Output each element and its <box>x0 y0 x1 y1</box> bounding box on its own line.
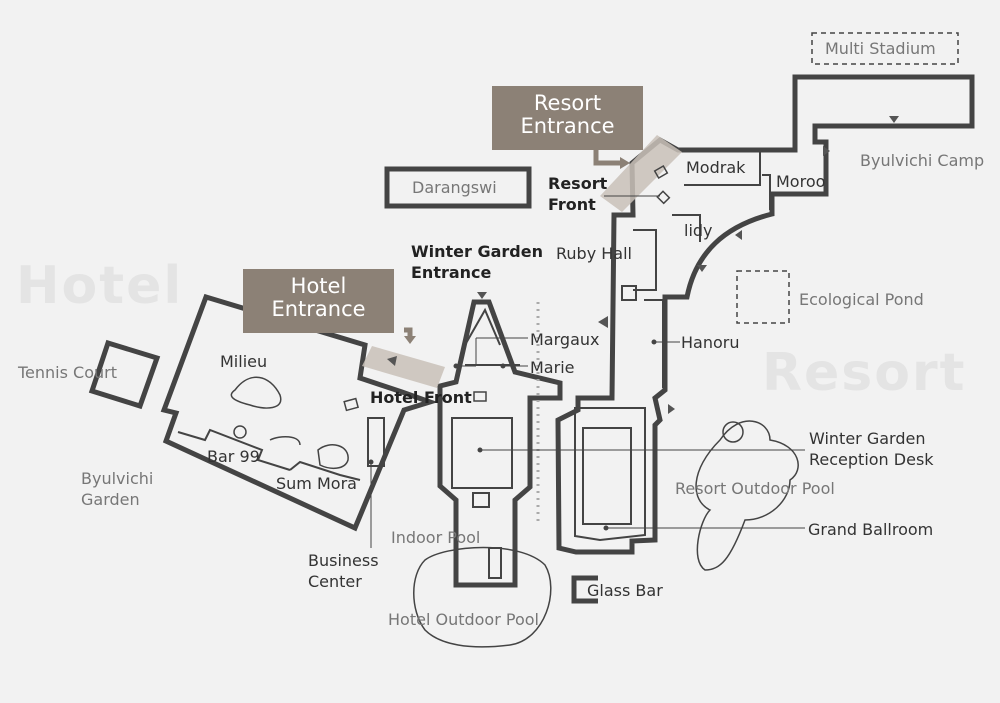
winter-garden-wing <box>437 299 563 588</box>
resort-building-outline <box>555 74 975 555</box>
label-byulvichi-camp: Byulvichi Camp <box>860 151 985 170</box>
resort-entrance-badge: Resort Entrance <box>492 86 643 150</box>
label-business-center: Business Center <box>308 551 379 591</box>
multi-stadium-area <box>811 32 959 65</box>
label-sum-mora: Sum Mora <box>276 474 357 493</box>
hotel-entrance-badge: Hotel Entrance <box>243 269 394 333</box>
label-winter-garden-reception: Winter Garden Reception Desk <box>809 429 934 469</box>
label-glass-bar: Glass Bar <box>587 581 663 600</box>
label-darangswi: Darangswi <box>412 178 497 197</box>
label-margaux: Margaux <box>530 330 600 349</box>
ecological-pond-area <box>736 270 790 324</box>
label-hotel-front: Hotel Front <box>370 388 472 407</box>
glass-bar-building <box>571 575 598 604</box>
darangswi-building <box>384 166 532 209</box>
label-ecological-pond: Ecological Pond <box>799 290 924 309</box>
label-hanoru: Hanoru <box>681 333 740 352</box>
resort-outdoor-pool <box>695 420 799 571</box>
label-resort-front: Resort Front <box>548 174 608 214</box>
hotel-entrance-zone <box>362 346 445 388</box>
label-tennis-court: Tennis Court <box>18 363 117 382</box>
label-marie: Marie <box>530 358 575 377</box>
resort-watermark: Resort <box>762 343 967 403</box>
label-multi-stadium: Multi Stadium <box>825 39 936 58</box>
label-resort-outdoor-pool: Resort Outdoor Pool <box>675 479 835 498</box>
label-hotel-outdoor-pool: Hotel Outdoor Pool <box>388 610 539 629</box>
label-grand-ballroom: Grand Ballroom <box>808 520 934 539</box>
tennis-court <box>88 339 161 410</box>
label-milieu: Milieu <box>220 352 268 371</box>
label-bar-99: Bar 99 <box>207 447 260 466</box>
label-winter-garden-entrance: Winter Garden Entrance <box>411 242 543 282</box>
label-modrak: Modrak <box>686 158 746 177</box>
hotel-watermark: Hotel <box>16 256 184 316</box>
label-lidy: lidy <box>684 221 713 240</box>
label-byulvichi-garden: Byulvichi Garden <box>81 469 154 509</box>
label-moroo: Moroo <box>776 172 826 191</box>
resort-entrance-zone <box>600 135 682 212</box>
hotel-building-outline <box>160 293 438 532</box>
hotel-outdoor-pool <box>413 546 552 648</box>
label-ruby-hall: Ruby Hall <box>556 244 632 263</box>
label-indoor-pool: Indoor Pool <box>391 528 481 547</box>
